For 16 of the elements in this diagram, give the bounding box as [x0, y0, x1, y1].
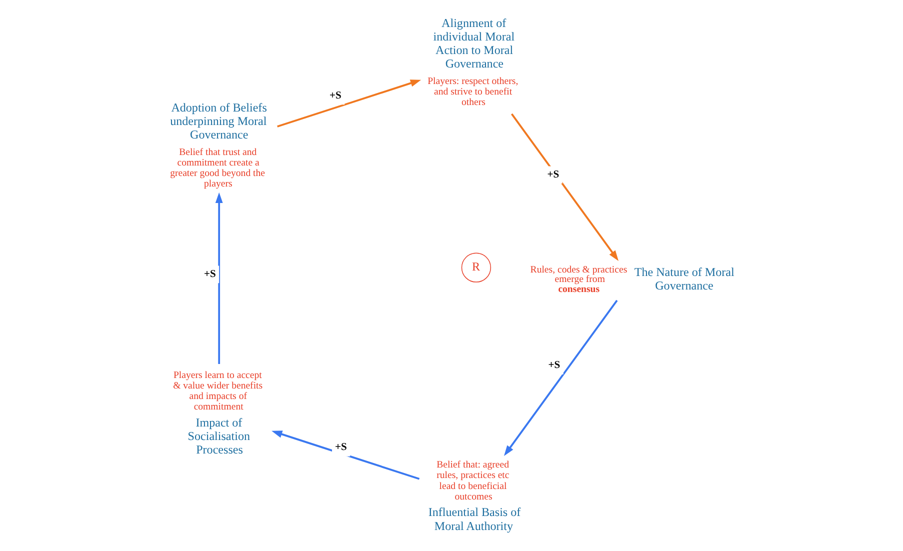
edge-label: +S [548, 360, 560, 372]
edge-label: +S [334, 442, 346, 454]
node-text: The Nature of Moral Governance [634, 265, 734, 293]
edge-label: +S [204, 268, 216, 280]
node-label: Belief that: agreed rules, practices etc lead to beneficial outcomes [436, 460, 509, 502]
edge-label: +S [546, 169, 559, 180]
node-text: Influential Basis of Moral Authority [428, 505, 520, 533]
node-text: Impact of Socialisation Processes [187, 416, 250, 457]
node-label: Belief that trust and commitment create a greater good beyond the players [170, 146, 265, 190]
edge-label: +S [329, 90, 341, 102]
node-label: Players learn to accept & value wider benefits and impacts of commitment [172, 370, 262, 413]
label: R [472, 259, 480, 274]
node-label: Players: respect others, and strive to benefit others [427, 76, 518, 108]
node-label: Rules, codes & practices emerge from consensus [530, 264, 627, 296]
node-text: Adoption of Beliefs underpinning Moral Governance [170, 100, 266, 142]
node-text: Alignment of individual Moral Action to Moral Governance [432, 16, 514, 71]
